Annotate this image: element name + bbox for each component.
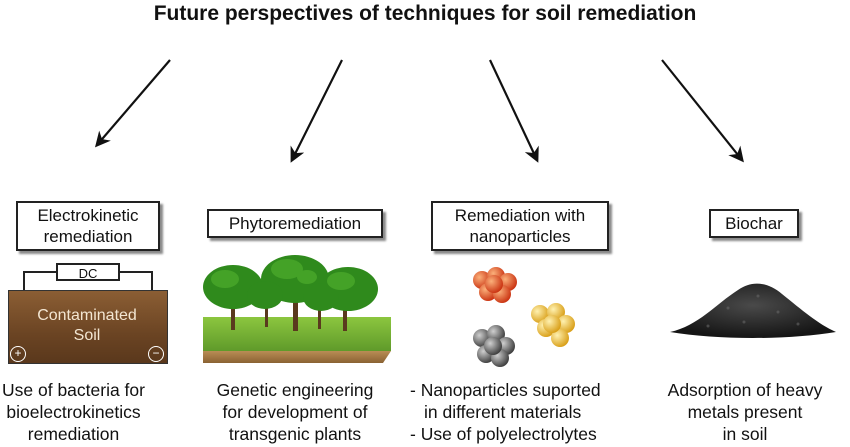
desc-line: Adsorption of heavy bbox=[667, 380, 823, 400]
label-nanoparticles: Remediation with nanoparticles bbox=[431, 201, 609, 251]
desc-phytoremediation: Genetic engineering for development of t… bbox=[205, 379, 385, 445]
label-line: Phytoremediation bbox=[228, 214, 362, 233]
desc-line: transgenic plants bbox=[228, 424, 362, 444]
negative-terminal-icon: − bbox=[148, 346, 164, 362]
yellow-cluster-icon bbox=[531, 303, 575, 347]
label-line: Electrokinetic bbox=[37, 206, 139, 225]
desc-line: in different materials bbox=[424, 402, 582, 422]
desc-line: remediation bbox=[27, 424, 120, 444]
arrow-to-phytoremediation bbox=[290, 59, 343, 163]
desc-nanoparticles: - Nanoparticles suported in different ma… bbox=[410, 379, 620, 445]
diagram-title: Future perspectives of techniques for so… bbox=[153, 2, 697, 25]
soil-text-line: Contaminated bbox=[37, 307, 137, 324]
desc-line: in soil bbox=[722, 424, 768, 444]
dc-source: DC bbox=[56, 263, 120, 281]
label-line: Biochar bbox=[725, 214, 783, 233]
positive-terminal-icon: + bbox=[10, 346, 26, 362]
label-line: Remediation with bbox=[454, 206, 586, 225]
desc-electrokinetic: Use of bacteria for bioelectrokinetics r… bbox=[2, 379, 145, 445]
label-electrokinetic: Electrokinetic remediation bbox=[16, 201, 160, 251]
arrow-to-nanoparticles bbox=[489, 59, 539, 163]
arrow-to-biochar bbox=[661, 59, 744, 163]
label-phytoremediation: Phytoremediation bbox=[207, 209, 383, 238]
red-cluster-icon bbox=[473, 267, 517, 303]
desc-biochar: Adsorption of heavy metals present in so… bbox=[655, 379, 835, 445]
biochar-pile-image bbox=[670, 283, 836, 338]
desc-line: - Nanoparticles suported bbox=[410, 380, 601, 400]
desc-line: - Use of polyelectrolytes bbox=[410, 424, 597, 444]
desc-line: for development of bbox=[222, 402, 368, 422]
contaminated-soil-label: Contaminated Soil bbox=[8, 306, 166, 346]
label-line: remediation bbox=[43, 227, 133, 246]
soil-text-line: Soil bbox=[73, 327, 101, 344]
arrow-to-electrokinetic bbox=[94, 59, 171, 148]
label-line: nanoparticles bbox=[469, 227, 571, 246]
contaminated-soil-box bbox=[8, 290, 168, 364]
desc-line: Genetic engineering bbox=[216, 380, 374, 400]
desc-line: metals present bbox=[687, 402, 803, 422]
label-biochar: Biochar bbox=[709, 209, 799, 238]
nanoparticle-clusters-image bbox=[473, 267, 575, 367]
desc-line: Use of bacteria for bbox=[2, 380, 145, 400]
trees-on-grass-image bbox=[203, 255, 391, 363]
gray-cluster-icon bbox=[473, 325, 515, 367]
desc-line: bioelectrokinetics bbox=[6, 402, 141, 422]
